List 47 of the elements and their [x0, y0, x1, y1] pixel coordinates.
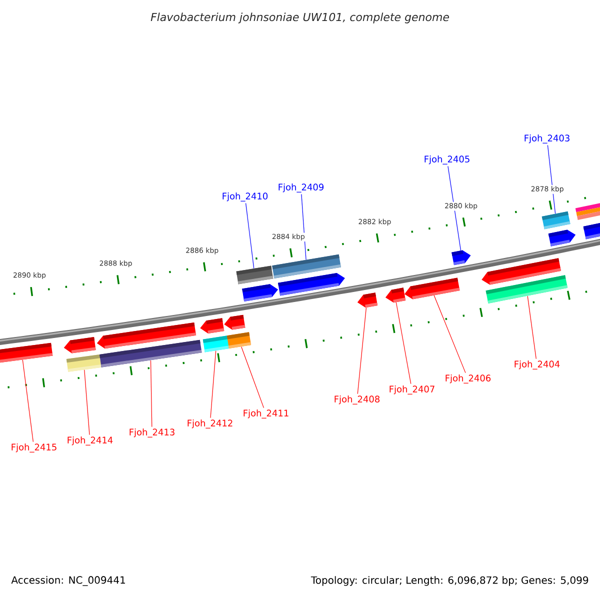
footer-text: Topology: circular; Length: 6,096,872 bp; Genes: 5,099	[310, 576, 588, 586]
gene-block	[224, 314, 246, 330]
leader-line	[245, 202, 254, 269]
gene-block	[64, 337, 96, 354]
gene-label: Fjoh_2410	[222, 192, 268, 202]
gene-block	[583, 222, 600, 240]
title: Flavobacterium johnsoniae UW101, complete genome	[150, 12, 449, 24]
gene-label: Fjoh_2408	[334, 396, 380, 404]
leader-line	[434, 295, 466, 374]
cog-box	[66, 354, 102, 372]
gene-label: Fjoh_2413	[130, 428, 174, 438]
gene-block	[452, 250, 471, 266]
leader-line	[210, 350, 216, 418]
footer-text: Accession: NC_009441	[11, 576, 125, 586]
gene-label: Fjoh_2403	[524, 134, 570, 144]
gene-block	[242, 284, 278, 302]
gene-block	[385, 288, 406, 303]
cog-box	[100, 340, 202, 368]
leader-line	[150, 360, 152, 428]
leader-line	[527, 296, 536, 360]
gene-label: Fjoh_2411	[244, 410, 288, 418]
gene-label: Fjoh_2405	[424, 156, 470, 164]
cog-box	[226, 332, 252, 348]
cog-box	[236, 266, 274, 284]
leader-line	[241, 346, 264, 408]
cog-box	[272, 254, 341, 278]
leader-line	[357, 307, 367, 394]
cog-box	[486, 275, 568, 304]
gene-block	[200, 318, 224, 334]
leader-line	[396, 302, 412, 384]
gene-block	[548, 230, 576, 246]
gene-label: Fjoh_2412	[188, 420, 232, 428]
gene-label: Fjoh_2404	[514, 360, 560, 370]
gene-block	[357, 292, 378, 308]
cog-box	[202, 335, 230, 352]
cog-box	[575, 202, 600, 212]
gene-label: Fjoh_2414	[68, 436, 113, 446]
gene-label: Fjoh_2407	[390, 386, 434, 394]
leader-line	[22, 360, 34, 442]
cog-box	[577, 209, 600, 220]
gene-label: Fjoh_2409	[278, 184, 324, 192]
gene-label: Fjoh_2406	[446, 374, 491, 384]
cog-box	[576, 206, 600, 216]
leader-line	[448, 166, 462, 251]
gene-label: Fjoh_2415	[12, 444, 56, 452]
gene-bar	[0, 342, 53, 364]
cog-box	[542, 211, 570, 230]
